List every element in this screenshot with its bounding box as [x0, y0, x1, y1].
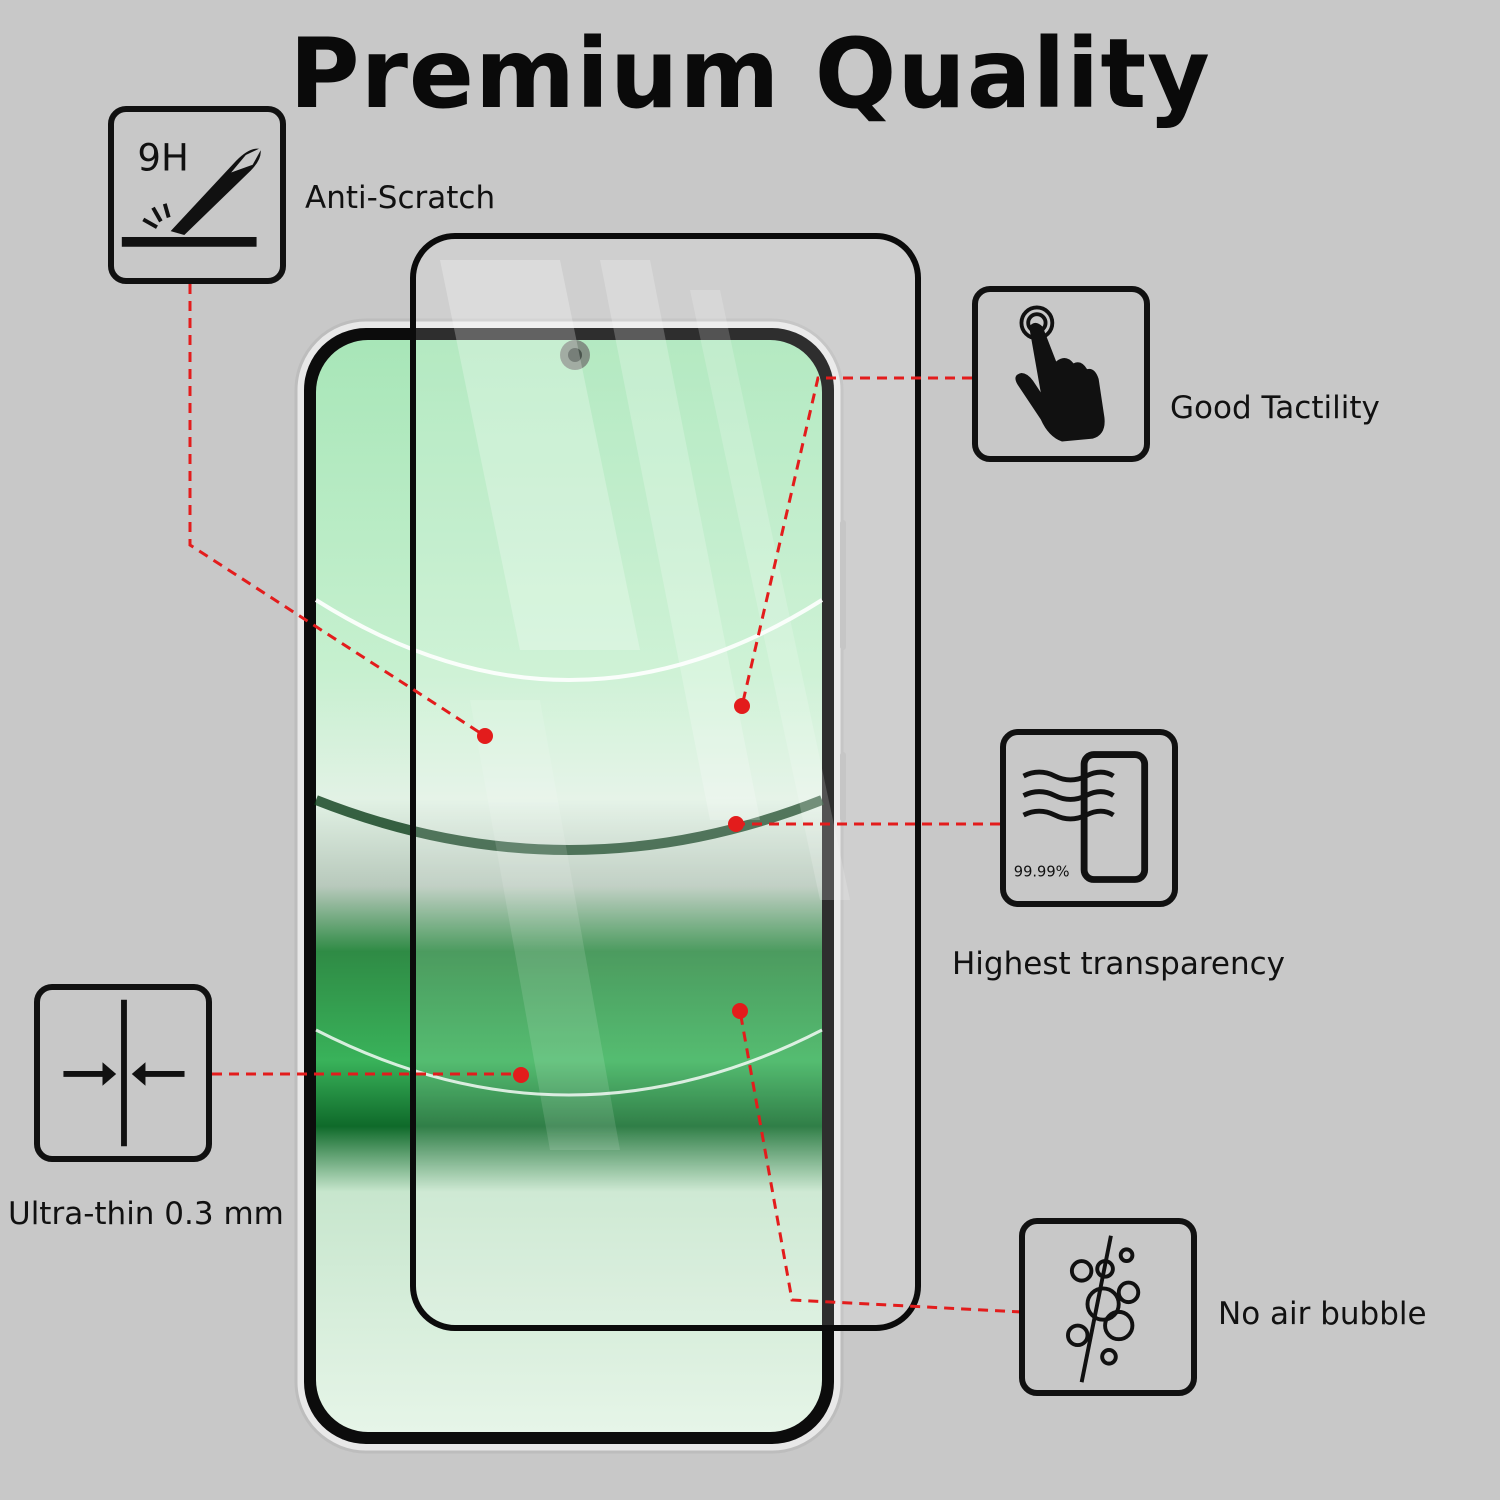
- finger-touch-icon: [1015, 305, 1105, 442]
- hardness-badge: 9H: [137, 137, 189, 180]
- phone-screen: [316, 340, 822, 1432]
- wallpaper-arc: [314, 598, 824, 682]
- wallpaper-arc: [315, 1028, 823, 1097]
- side-button: [840, 752, 846, 822]
- transparency-box: 99.99%: [1000, 729, 1178, 907]
- anti-scratch-label: Anti-Scratch: [305, 180, 496, 216]
- page-title: Premium Quality: [289, 18, 1211, 130]
- tactility-label: Good Tactility: [1170, 390, 1380, 426]
- callout-no-bubble: [738, 1010, 1023, 1314]
- callout-anti-scratch: [188, 284, 486, 738]
- callout-dots: [477, 698, 750, 1083]
- knife-scratch-icon: 9H: [121, 137, 263, 247]
- anti-scratch-box: 9H: [108, 106, 286, 284]
- ultra-thin-label: Ultra-thin 0.3 mm: [8, 1196, 284, 1232]
- transparency-badge: 99.99%: [1014, 864, 1070, 881]
- callout-lines: [188, 284, 1023, 1314]
- bubbles-icon: [1066, 1235, 1141, 1383]
- transparency-label: Highest transparency: [952, 946, 1286, 982]
- light-transparency-icon: 99.99%: [1013, 751, 1149, 883]
- glass-protector: [410, 233, 921, 1331]
- tactility-box: [972, 286, 1150, 462]
- thin-arrows-icon: [63, 999, 185, 1147]
- ultra-thin-box: [34, 984, 212, 1162]
- wallpaper-arc: [314, 795, 824, 855]
- no-bubble-box: [1019, 1218, 1197, 1396]
- callout-tactility: [740, 376, 972, 707]
- side-button: [840, 520, 846, 650]
- no-bubble-label: No air bubble: [1218, 1296, 1427, 1332]
